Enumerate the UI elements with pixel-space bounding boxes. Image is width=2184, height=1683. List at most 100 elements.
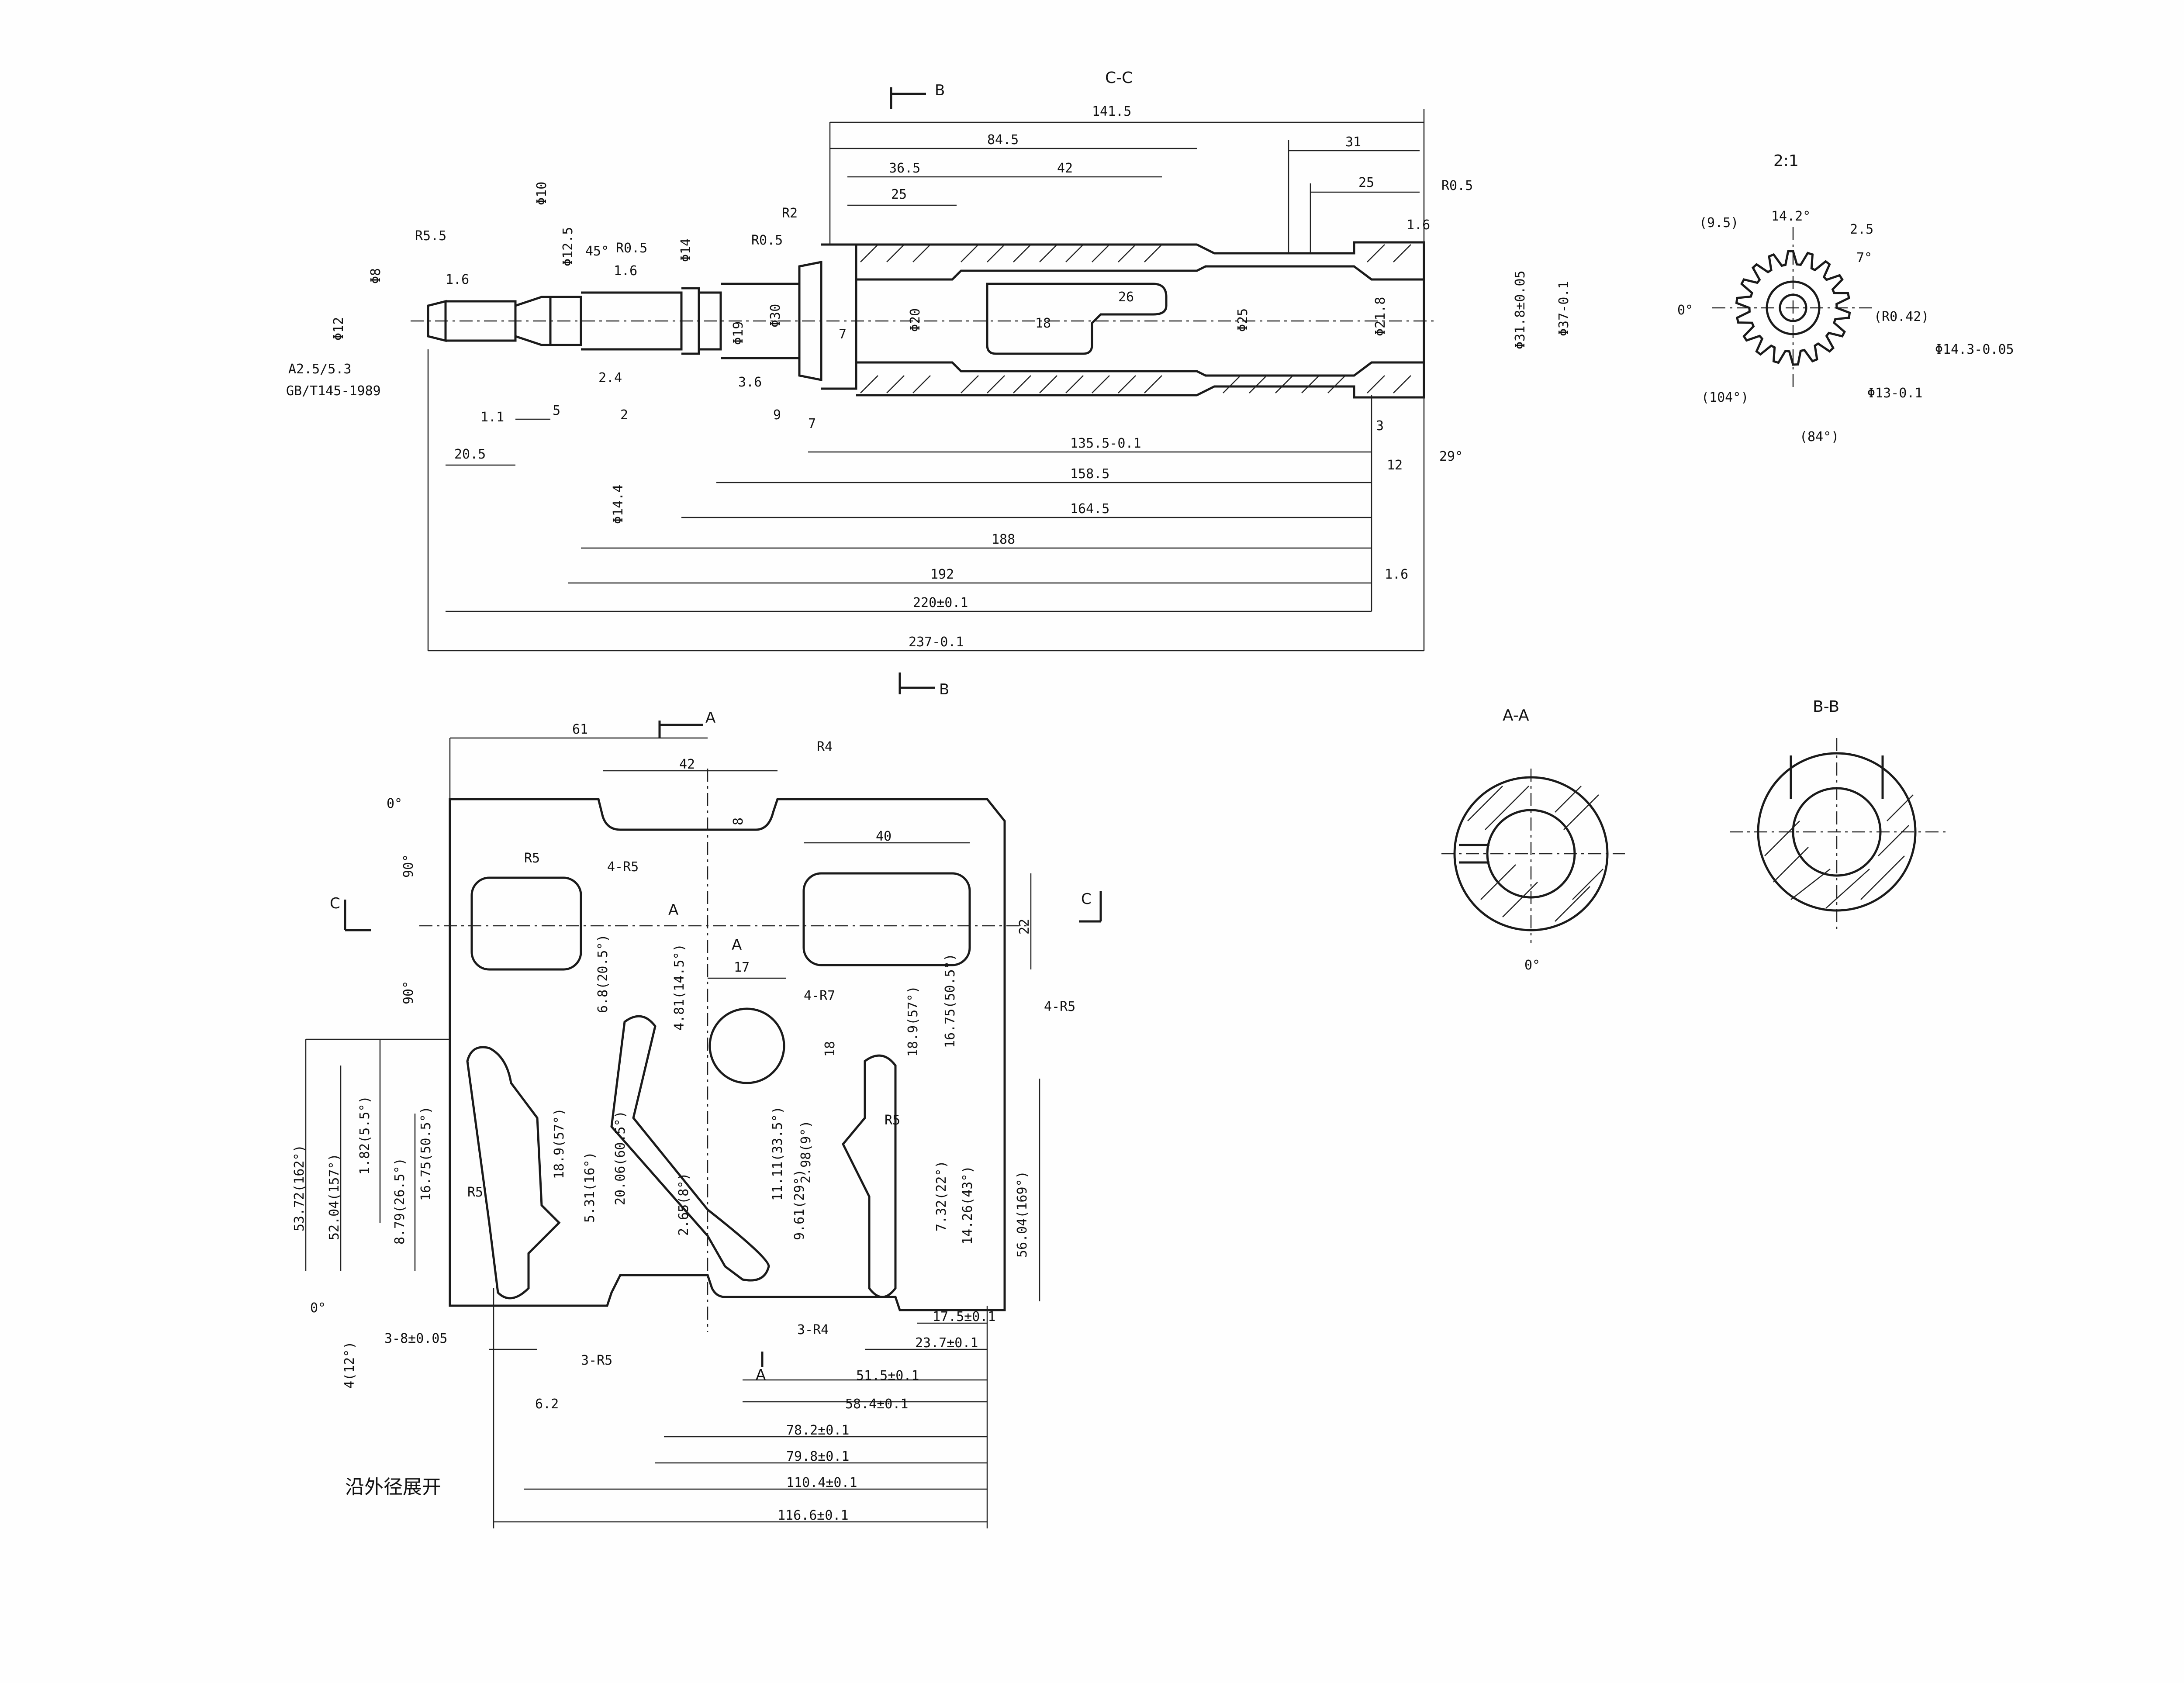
- dim-top-6: 25: [1358, 175, 1374, 190]
- bb-slot: [1790, 755, 1884, 799]
- scale-label: 2:1: [1773, 152, 1799, 170]
- dim-inner-7: 1.1: [480, 410, 504, 425]
- roughness-2: 1.6: [1406, 217, 1430, 233]
- dev-vdim-3: 16.75(50.5°): [943, 953, 958, 1048]
- dim-top-1: 84.5: [987, 132, 1019, 148]
- dev-top-dim-4: 22: [1017, 919, 1032, 935]
- dev-top-dim-2: 8: [731, 817, 746, 825]
- dev-vdim-13: 11.11(33.5°): [770, 1106, 785, 1201]
- dev-vdim-4: 53.72(162°): [292, 1145, 307, 1231]
- cut-b-letter-top: B: [935, 82, 945, 99]
- shaft-slot-window: [986, 283, 1168, 355]
- dim-inner-11: 12: [1387, 458, 1403, 473]
- detail-label-2: 2.5: [1850, 222, 1873, 237]
- shaft-body-outline: [856, 241, 1425, 399]
- shaft-neck: [515, 287, 722, 355]
- dev-slot-left: [466, 1046, 561, 1300]
- section-bb-label: B-B: [1813, 698, 1839, 716]
- dev-vdim-0: 6.8(20.5°): [595, 934, 611, 1013]
- dim-inner-3: 7: [808, 416, 816, 431]
- cut-marks-b: [890, 87, 935, 694]
- angle-taper: 29°: [1439, 449, 1463, 464]
- dev-radius-5: R5: [467, 1185, 483, 1200]
- dev-vdim-14: 2.98(9°): [798, 1121, 814, 1184]
- dev-vdim-11: 20.06(60.5°): [613, 1111, 628, 1205]
- dev-vdim-1: 4.81(14.5°): [672, 944, 687, 1031]
- dev-vdim-10: 5.31(16°): [582, 1152, 598, 1223]
- roughness-0: 1.6: [446, 272, 469, 287]
- shaft-bore: [856, 265, 1424, 377]
- phi-25: Φ25: [1235, 308, 1251, 332]
- development-view: 沿外径展开 A A A A C C 61 42 8 40 22 17 18 R4…: [292, 709, 1102, 1528]
- dev-vdim-6: 1.82(5.5°): [357, 1096, 373, 1175]
- section-bb-view: B-B: [1730, 698, 1948, 930]
- cut-c-letter-left: C: [330, 895, 340, 912]
- dim-bottom-2: 164.5: [1070, 501, 1109, 517]
- phi-20: Φ20: [908, 308, 923, 332]
- dev-vdim-15: 9.61(29°): [792, 1169, 807, 1240]
- dev-slot-middle: [610, 1015, 770, 1282]
- cut-a-letter-mid: A: [668, 901, 678, 919]
- dev-angle-3: 0°: [310, 1300, 326, 1316]
- dim-top-4: 25: [891, 187, 907, 202]
- dim-bottom-0: 135.5-0.1: [1070, 436, 1141, 451]
- roughness-1: 1.6: [614, 263, 637, 279]
- dim-inner-6: 2.4: [598, 370, 622, 386]
- dev-bdim-6: 78.2±0.1: [786, 1423, 850, 1438]
- detail-label-7: Φ13-0.1: [1867, 386, 1922, 401]
- dev-slot-right: [842, 1054, 897, 1298]
- shaft-section-view: C-C B B 141.5 84.5 36.5 42 25 31 25 26 1…: [286, 69, 1572, 698]
- dev-radius-1: R5: [524, 851, 540, 866]
- dev-top-dim-3: 40: [876, 829, 892, 844]
- aa-zero-angle: 0°: [1524, 958, 1540, 973]
- detail-label-6: (104°): [1701, 390, 1749, 405]
- detail-label-5: Φ14.3-0.05: [1935, 342, 2014, 357]
- dev-bdim-5: 58.4±0.1: [845, 1397, 909, 1412]
- dev-vdim-2: 18.9(57°): [905, 986, 921, 1057]
- dev-radius-2: 4-R5: [607, 859, 639, 875]
- shaft-top-dim-lines: [829, 109, 1425, 253]
- cut-a-letter-top: A: [705, 709, 715, 727]
- phi-31-8: Φ31.8±0.05: [1513, 270, 1528, 349]
- detail-bore-inner: [1779, 293, 1807, 322]
- dev-vdim-16: 7.32(22°): [934, 1160, 949, 1231]
- shaft-pin-end: [427, 300, 517, 342]
- dim-bottom-4: 192: [930, 567, 954, 582]
- cut-a-letter-bottom: A: [756, 1366, 766, 1384]
- dim-top-5: 31: [1345, 135, 1361, 150]
- shaft-hatching: [860, 244, 1411, 393]
- dim-inner-1: 18: [1035, 316, 1051, 331]
- dev-vdim-12: 2.65(8°): [676, 1173, 691, 1236]
- phi-19: Φ19: [731, 321, 746, 345]
- dim-top-3: 42: [1057, 161, 1073, 176]
- dim-inner-9: 2: [620, 407, 628, 423]
- dim-top-2: 36.5: [889, 161, 920, 176]
- phi-21-8: Φ21.8: [1373, 297, 1388, 336]
- dev-vdim-17: 14.26(43°): [960, 1166, 975, 1245]
- radius-2: R2: [782, 206, 798, 221]
- dim-inner-2: 7: [839, 327, 847, 342]
- aa-outer-circle: [1453, 776, 1609, 931]
- dev-vdim-9: 18.9(57°): [552, 1108, 567, 1179]
- angle-chamfer: 45°: [585, 244, 609, 259]
- dim-inner-0: 26: [1118, 290, 1134, 305]
- aa-hatching: [1467, 786, 1603, 922]
- dim-inner-12: 3: [1376, 418, 1384, 434]
- dev-dim-lines: [305, 737, 1040, 1528]
- dev-top-dim-6: 18: [822, 1041, 838, 1057]
- roughness-3: 1.6: [1385, 567, 1408, 582]
- dim-bottom-6: 237-0.1: [909, 635, 964, 650]
- phi-37: Φ37-0.1: [1556, 281, 1572, 336]
- dim-inner-10: 20.5: [454, 447, 486, 462]
- bb-outer-circle: [1757, 752, 1917, 912]
- detail-label-4: (R0.42): [1874, 309, 1929, 324]
- section-aa-label: A-A: [1503, 707, 1529, 724]
- dev-window-left: [470, 876, 582, 971]
- detail-label-8: (84°): [1800, 429, 1839, 445]
- detail-label-9: 0°: [1677, 303, 1693, 318]
- dev-angle-2: 90°: [401, 981, 416, 1004]
- dim-top-0: 141.5: [1092, 104, 1131, 119]
- cut-c-letter-right: C: [1081, 890, 1092, 908]
